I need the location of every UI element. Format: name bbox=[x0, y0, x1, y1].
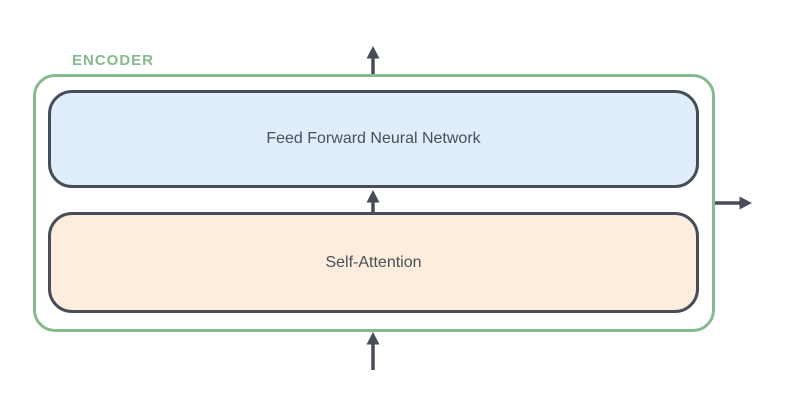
encoder-right-output-arrow-icon bbox=[715, 196, 752, 210]
encoder-container-box bbox=[33, 74, 715, 332]
feed-forward-block: Feed Forward Neural Network bbox=[48, 90, 699, 188]
encoder-input-arrow-icon bbox=[366, 332, 380, 370]
self-attention-block: Self-Attention bbox=[48, 212, 699, 313]
feed-forward-label: Feed Forward Neural Network bbox=[266, 130, 481, 147]
encoder-label: ENCODER bbox=[72, 52, 155, 69]
encoder-top-output-arrow-icon bbox=[366, 46, 380, 74]
self-attention-label: Self-Attention bbox=[325, 253, 422, 271]
